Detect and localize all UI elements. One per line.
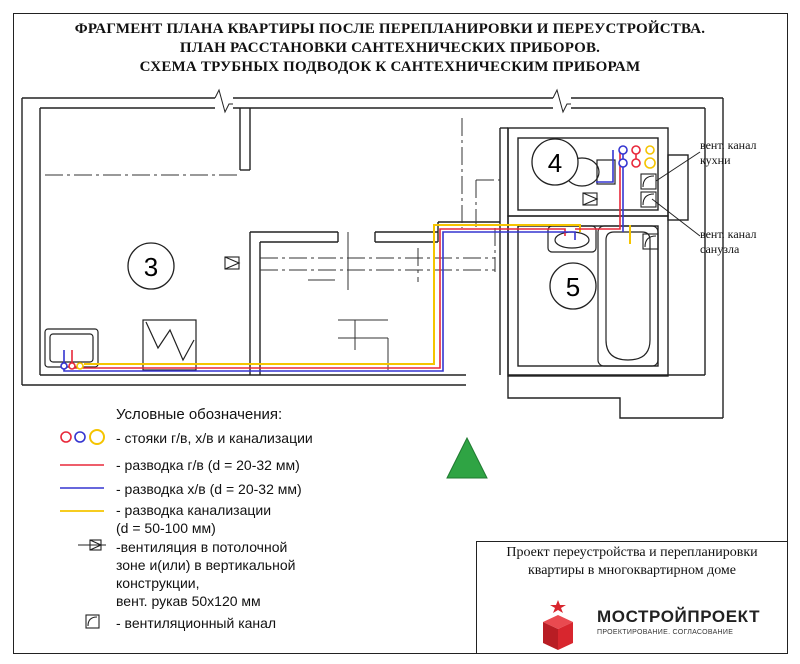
bath-vent-callout: вент. канал санузла	[700, 227, 757, 257]
logo-icon	[543, 600, 573, 650]
title-line-1: ФРАГМЕНТ ПЛАНА КВАРТИРЫ ПОСЛЕ ПЕРЕПЛАНИР…	[74, 21, 706, 37]
room-3-number: 3	[144, 252, 158, 282]
legend-sewer-line-1: - разводка канализации	[116, 502, 272, 518]
riser-icons	[60, 145, 656, 370]
room-4-circle	[531, 138, 579, 186]
kitchen-vent-label-2: кухни	[700, 153, 731, 167]
kitchen-vent-label-1: вент. канал	[700, 138, 757, 152]
legend-sewer-riser-icon	[89, 429, 105, 445]
room-labels: 3 4 5	[127, 138, 597, 310]
vent-channel-icon	[640, 173, 659, 250]
kitchen-vent-callout: вент. канал кухни	[700, 138, 757, 168]
legend-ceiling-vent-icon	[78, 539, 106, 551]
bath-vent-label-1: вент. канал	[700, 227, 757, 241]
title-line-3: СХЕМА ТРУБНЫХ ПОДВОДОК К САНТЕХНИЧЕСКИМ …	[139, 59, 641, 75]
interior-lines	[308, 232, 389, 370]
legend-vent-channel-icon	[85, 614, 100, 629]
company-logo-tagline: ПРОЕКТИРОВАНИЕ. СОГЛАСОВАНИЕ	[597, 629, 734, 636]
callout-leaders	[651, 151, 701, 237]
legend-vent-line-3: конструкции,	[116, 575, 200, 591]
project-title-block: Проект переустройства и перепланировки к…	[476, 541, 788, 654]
legend-vent-text: -вентиляция в потолочной зоне и(или) в в…	[116, 538, 295, 610]
room-5-circle	[549, 262, 597, 310]
drawing-title: ФРАГМЕНТ ПЛАНА КВАРТИРЫ ПОСЛЕ ПЕРЕПЛАНИР…	[30, 20, 750, 77]
legend-risers-text: - стояки г/в, х/в и канализации	[116, 430, 313, 446]
project-title: Проект переустройства и перепланировки к…	[477, 544, 787, 580]
legend-vent-line-2: зоне и(или) в вертикальной	[116, 557, 296, 573]
washbasin-icon	[547, 225, 597, 253]
bathtub-icon	[597, 225, 659, 367]
radiator-icon	[142, 319, 197, 371]
north-arrow-icon	[446, 436, 488, 479]
room-4-number: 4	[548, 148, 562, 178]
room-3-circle	[127, 242, 175, 290]
legend-cold-text: - разводка х/в (d = 20-32 мм)	[116, 481, 302, 497]
project-title-line-2: квартиры в многоквартирном доме	[527, 563, 736, 578]
title-line-2: ПЛАН РАССТАНОВКИ САНТЕХНИЧЕСКИХ ПРИБОРОВ…	[179, 40, 601, 56]
ceiling-vent-icon	[224, 192, 599, 270]
sewer-pipe	[84, 224, 631, 365]
legend-vent-line-1: -вентиляция в потолочной	[116, 539, 288, 555]
legend-sewer-line-2: (d = 50-100 мм)	[116, 520, 216, 536]
legend-heading: Условные обозначения:	[116, 406, 283, 423]
legend-hot-text: - разводка г/в (d = 20-32 мм)	[116, 457, 300, 473]
legend-symbols	[60, 429, 106, 629]
dashed-lines	[45, 118, 500, 282]
company-logo-name: МОСТРОЙПРОЕКТ	[597, 607, 761, 626]
project-title-line-1: Проект переустройства и перепланировки	[506, 545, 758, 560]
legend-cold-riser-icon	[74, 431, 86, 443]
drawing-frame	[13, 13, 788, 654]
walls	[21, 88, 724, 419]
room-5-number: 5	[566, 272, 580, 302]
legend-vent-line-4: вент. рукав 50х120 мм	[116, 593, 261, 609]
legend-vent-channel-text: - вентиляционный канал	[116, 615, 277, 631]
bath-vent-label-2: санузла	[700, 242, 740, 256]
legend-sewer-text: - разводка канализации (d = 50-100 мм)	[116, 501, 271, 537]
legend-hot-riser-icon	[60, 431, 72, 443]
